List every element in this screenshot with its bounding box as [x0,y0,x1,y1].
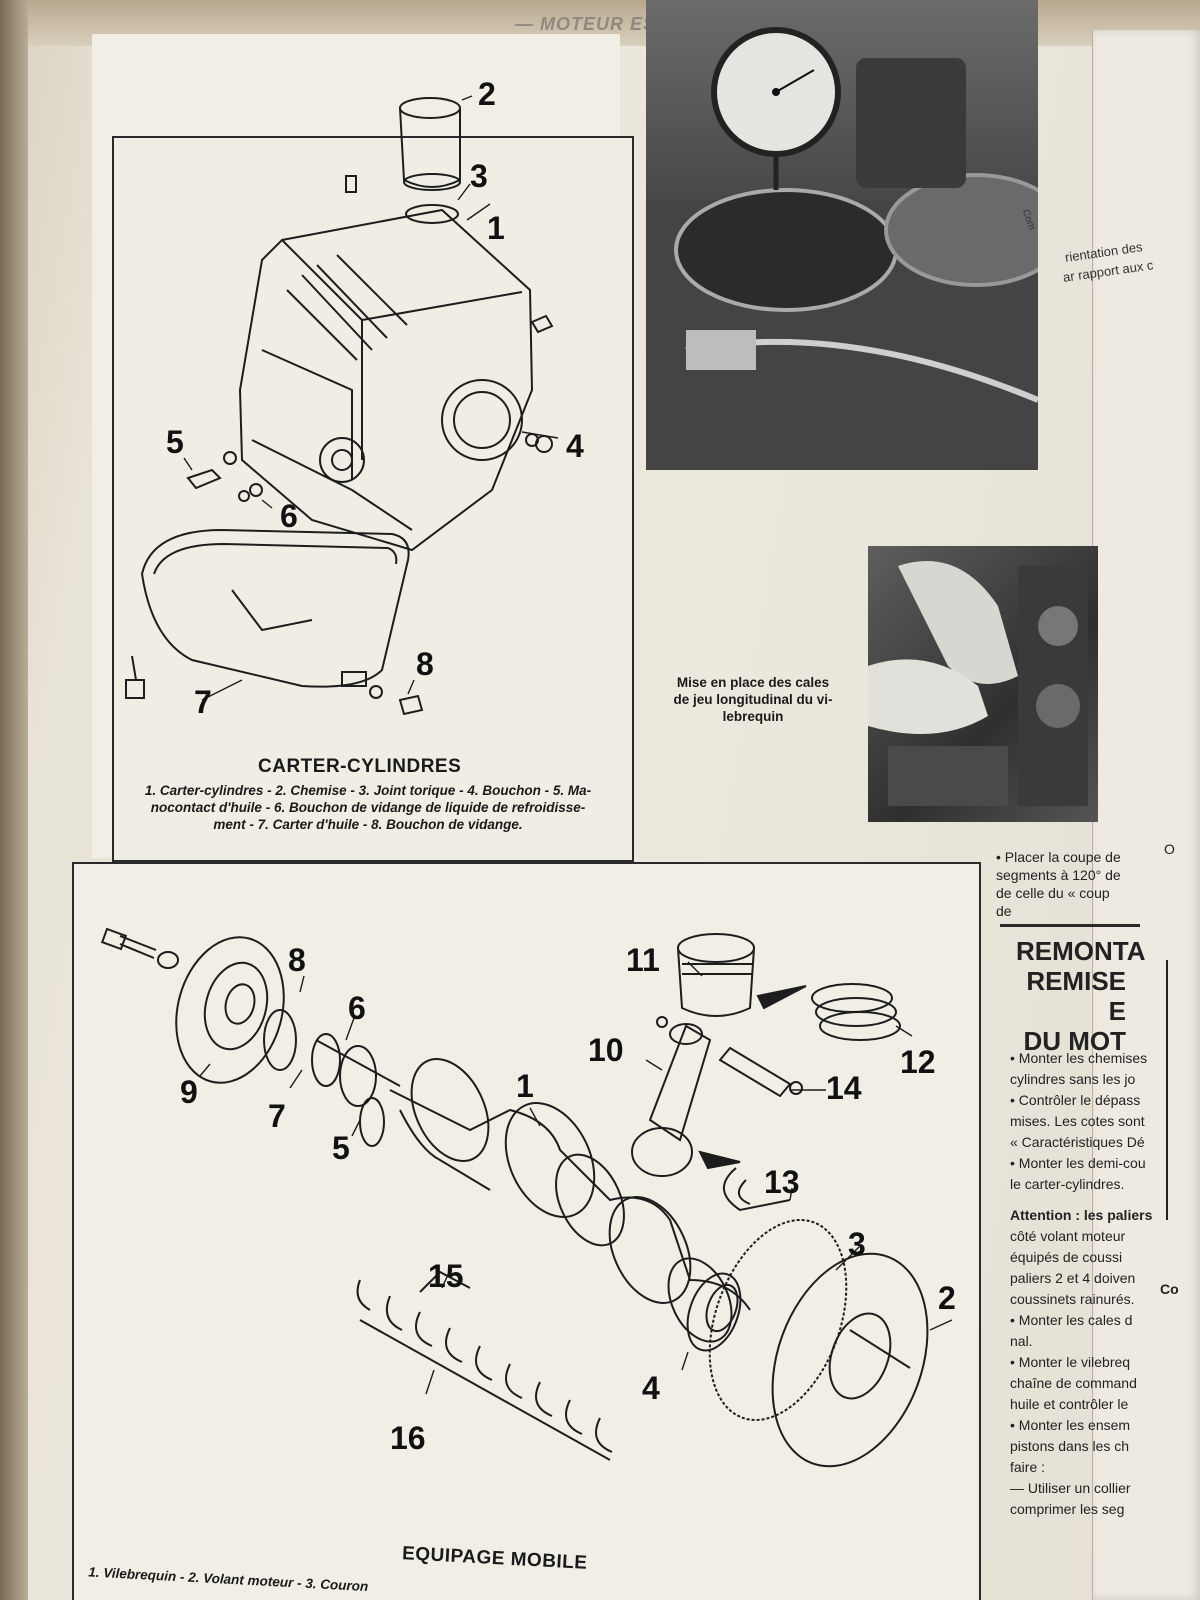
photo-caption-line: de jeu longitudinal du vi- [673,692,833,707]
callout-3-ring-gear: 3 [848,1226,866,1262]
text-line: faire : [1010,1459,1046,1475]
section-body: • Monter les chemises cylindres sans les… [1010,1048,1160,1520]
caption-line: ment - 7. Carter d'huile - 8. Bouchon de… [213,817,523,832]
text-line: coussinets rainurés. [1010,1291,1135,1307]
text-line: • Placer la coupe de [996,849,1121,865]
text-line: • Monter les chemises [1010,1050,1148,1066]
callout-5-key: 5 [332,1130,350,1166]
book-spine-edge [0,0,28,1600]
section-heading-frame [1000,924,1140,1039]
text-line: « Caractéristiques Dé [1010,1134,1145,1150]
dial-gauge-illustration [646,27,1038,470]
callout-15-shells: 15 [428,1258,464,1294]
callout-14-pin: 14 [826,1070,862,1106]
fragment-letter: O [1164,841,1175,857]
caption-line: 1. Carter-cylindres - 2. Chemise - 3. Jo… [144,783,592,798]
dimension-arrow-line [1166,960,1168,1220]
figure-carter-cylindres [92,34,634,862]
text-line: pistons dans les ch [1010,1438,1130,1454]
callout-6: 6 [280,498,298,534]
crankshaft-assembly-diagram [100,927,953,1468]
hands-crankshaft-illustration [868,561,1088,806]
text-line: segments à 120° de [996,867,1121,883]
photo-dial-gauge-cylinder [646,0,1038,470]
photo-caption: Mise en place des cales de jeu longitudi… [642,674,864,725]
photo-caption-line: Mise en place des cales [676,675,830,690]
text-line: • Monter les cales d [1010,1312,1133,1328]
text-line: • Monter les demi-cou [1010,1155,1146,1171]
text-line: chaîne de command [1010,1375,1137,1391]
callout-8: 8 [416,646,434,682]
callout-1: 1 [487,210,505,246]
callout-10-conrod: 10 [588,1032,624,1068]
callout-5: 5 [166,424,184,460]
callout-4: 4 [566,428,584,464]
text-line: • Contrôler le dépass [1010,1092,1141,1108]
callout-2: 2 [478,76,496,112]
heading-line: REMONTA [1016,936,1146,966]
figure-frame [112,136,634,862]
text-line: cylindres sans les jo [1010,1071,1136,1087]
engine-block-exploded-diagram [125,95,559,716]
section-heading: REMONTA REMISE E DU MOT [1016,936,1146,1056]
callout-8-pulley: 8 [288,942,306,978]
text-line [1010,1195,1160,1205]
text-line: côté volant moteur [1010,1228,1126,1244]
text-line: paliers 2 et 4 doiven [1010,1270,1136,1286]
callout-12-rings: 12 [900,1044,936,1080]
text-line: nal. [1010,1333,1033,1349]
text-line: le carter-cylindres. [1010,1176,1125,1192]
running-head: — MOTEUR ESS [515,14,670,34]
text-line: • Monter les ensem [1010,1417,1131,1433]
callout-11-piston: 11 [626,942,660,978]
photo-crankshaft-shims [868,546,1098,822]
callout-2-flywheel: 2 [938,1280,956,1316]
text-line: équipés de coussi [1010,1249,1123,1265]
text-line: mises. Les cotes sont [1010,1113,1145,1129]
caption-line: nocontact d'huile - 6. Bouchon de vidang… [150,800,586,815]
callout-3: 3 [470,158,488,194]
callout-4-thrust: 4 [642,1370,660,1406]
photo-caption-line: lebrequin [722,709,784,724]
callout-9-pulley: 9 [180,1074,198,1110]
text-line: Attention : les paliers [1010,1207,1153,1223]
bullet-top: • Placer la coupe de segments à 120° de … [996,848,1126,920]
figure1-title: CARTER-CYLINDRES [258,756,462,777]
callout-7: 7 [194,684,212,720]
text-line: de celle du « coup de [996,885,1110,919]
facing-page [1092,30,1200,1600]
figure1-caption: 1. Carter-cylindres - 2. Chemise - 3. Jo… [118,782,618,833]
callout-7-gear: 7 [268,1098,286,1134]
figure-equipage-mobile [72,862,981,1600]
fragment-co: Co [1160,1281,1179,1297]
heading-line: DU MOT [1023,1026,1126,1056]
text-line: — Utiliser un collier [1010,1480,1131,1496]
text-line: huile et contrôler le [1010,1396,1129,1412]
text-line: • Monter le vilebreq [1010,1354,1131,1370]
text-line: comprimer les seg [1010,1501,1125,1517]
heading-line: REMISE E [1026,966,1126,1026]
callout-1-crankshaft: 1 [516,1068,534,1104]
callout-16-shells: 16 [390,1420,426,1456]
callout-6-sprocket: 6 [348,990,366,1026]
callout-13-shells: 13 [764,1164,800,1200]
